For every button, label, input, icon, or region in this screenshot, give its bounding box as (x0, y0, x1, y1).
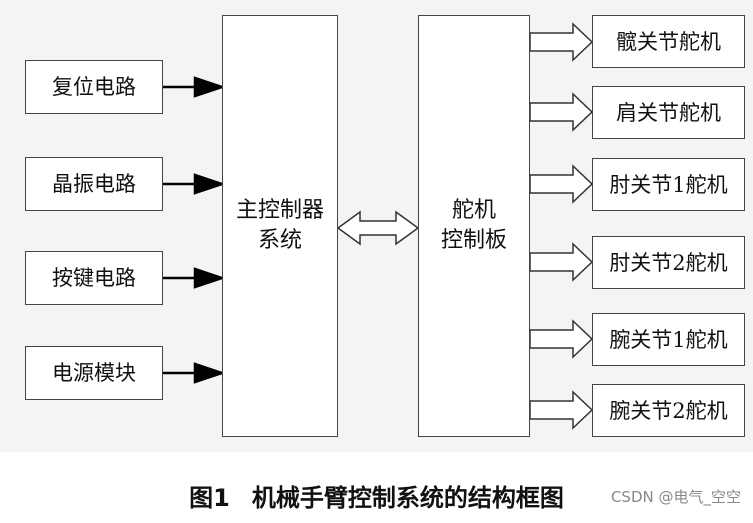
figure-title: 机械手臂控制系统的结构框图 (251, 484, 564, 512)
input-label: 复位电路 (52, 75, 136, 99)
servo-label: 腕关节2舵机 (609, 398, 728, 423)
watermark: CSDN @电气_空空 (610, 488, 741, 506)
servo-label: 肘关节1舵机 (609, 172, 728, 197)
servo-box-elbow-1: 肘关节1舵机 (592, 158, 745, 211)
input-box-power-module: 电源模块 (25, 346, 163, 400)
input-box-crystal-circuit: 晶振电路 (25, 157, 163, 211)
servo-label: 腕关节1舵机 (609, 327, 728, 352)
input-arrows (163, 76, 226, 384)
main-controller-line1: 主控制器 (235, 198, 324, 223)
figure-number: 图1 (189, 484, 230, 512)
servo-board-line2: 控制板 (440, 228, 507, 253)
servo-box-wrist-1: 腕关节1舵机 (592, 313, 745, 366)
input-label: 晶振电路 (52, 172, 136, 196)
input-box-reset-circuit: 复位电路 (25, 60, 163, 114)
servo-label: 肩关节舵机 (616, 100, 721, 125)
main-controller-box: 主控制器 系统 (222, 15, 338, 437)
servo-box-shoulder: 肩关节舵机 (592, 86, 745, 139)
main-controller-line2: 系统 (257, 228, 302, 253)
input-box-key-circuit: 按键电路 (25, 251, 163, 305)
input-label: 按键电路 (52, 266, 136, 290)
servo-box-hip: 髋关节舵机 (592, 15, 745, 68)
servo-board-line1: 舵机 (451, 198, 496, 223)
servo-label: 肘关节2舵机 (609, 250, 728, 275)
servo-control-board-box: 舵机 控制板 (418, 15, 530, 437)
figure-caption: 图1 机械手臂控制系统的结构框图 (0, 478, 753, 513)
bidirectional-arrow (336, 210, 420, 246)
servo-label: 髋关节舵机 (616, 29, 721, 54)
input-label: 电源模块 (52, 361, 136, 385)
servo-box-wrist-2: 腕关节2舵机 (592, 384, 745, 437)
output-arrows (529, 22, 594, 430)
connectors (163, 22, 594, 430)
servo-box-elbow-2: 肘关节2舵机 (592, 236, 745, 289)
